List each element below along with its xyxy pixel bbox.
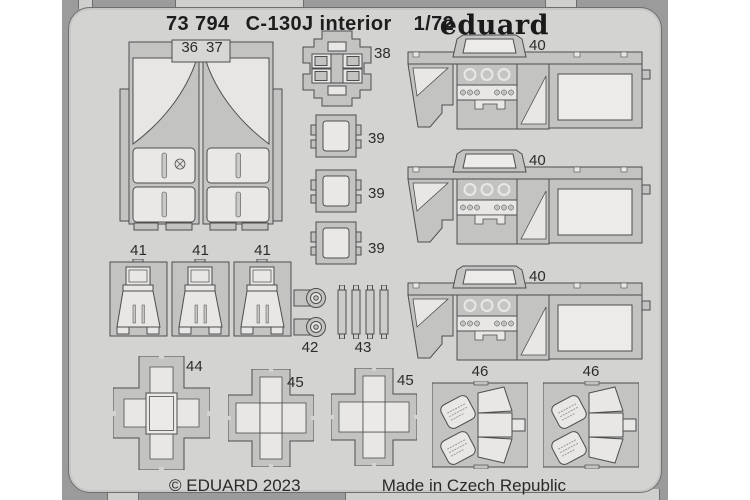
- fret-tab: [78, 0, 93, 9]
- part-40: [399, 265, 651, 361]
- part-42: [293, 286, 327, 339]
- part-label-45: 45: [397, 372, 414, 389]
- sheet-photo: 73 794 C-130J interior 1/72 eduard: [62, 0, 668, 500]
- part-label-44: 44: [186, 358, 203, 375]
- part-label-41: 41: [192, 242, 209, 259]
- part-label-43: 43: [354, 339, 372, 356]
- part-41: [233, 259, 292, 337]
- photo-etch-fret: 73 794 C-130J interior 1/72 eduard: [68, 7, 662, 495]
- part-39: [310, 113, 362, 159]
- fret-tab: [345, 489, 660, 500]
- part-label-41: 41: [130, 242, 147, 259]
- part-40: [399, 34, 651, 130]
- fret-tab: [545, 0, 577, 9]
- part-label-39: 39: [368, 185, 385, 202]
- scale-label: 1/72: [413, 13, 455, 35]
- part-label-39: 39: [368, 240, 385, 257]
- fret-tab: [175, 0, 304, 9]
- part-41: [171, 259, 230, 337]
- copyright-text: © EDUARD 2023: [169, 476, 301, 495]
- part-43: [334, 285, 392, 339]
- part-label-41: 41: [254, 242, 271, 259]
- part-label-39: 39: [368, 130, 385, 147]
- part-40: [399, 149, 651, 245]
- part-44: [113, 356, 210, 470]
- part-label-45: 45: [287, 374, 304, 391]
- part-label-40: 40: [529, 268, 546, 285]
- product-name: C-130J interior: [245, 13, 392, 35]
- fret-tab: [107, 489, 139, 500]
- part-doors-36-37: [118, 34, 284, 232]
- part-46: [543, 381, 639, 469]
- part-label-38: 38: [374, 45, 391, 62]
- part-41: [109, 259, 168, 337]
- catalog-number: 73 794: [166, 13, 230, 35]
- fret-title: 73 794 C-130J interior 1/72: [166, 13, 454, 36]
- part-46: [432, 381, 528, 469]
- made-in-text: Made in Czech Republic: [381, 476, 566, 495]
- part-label-46: 46: [471, 363, 489, 380]
- part-38: [302, 30, 372, 107]
- part-label-46: 46: [582, 363, 600, 380]
- part-39: [310, 220, 362, 266]
- part-label-40: 40: [529, 37, 546, 54]
- part-39: [310, 168, 362, 214]
- part-label-42: 42: [301, 339, 319, 356]
- part-label-40: 40: [529, 152, 546, 169]
